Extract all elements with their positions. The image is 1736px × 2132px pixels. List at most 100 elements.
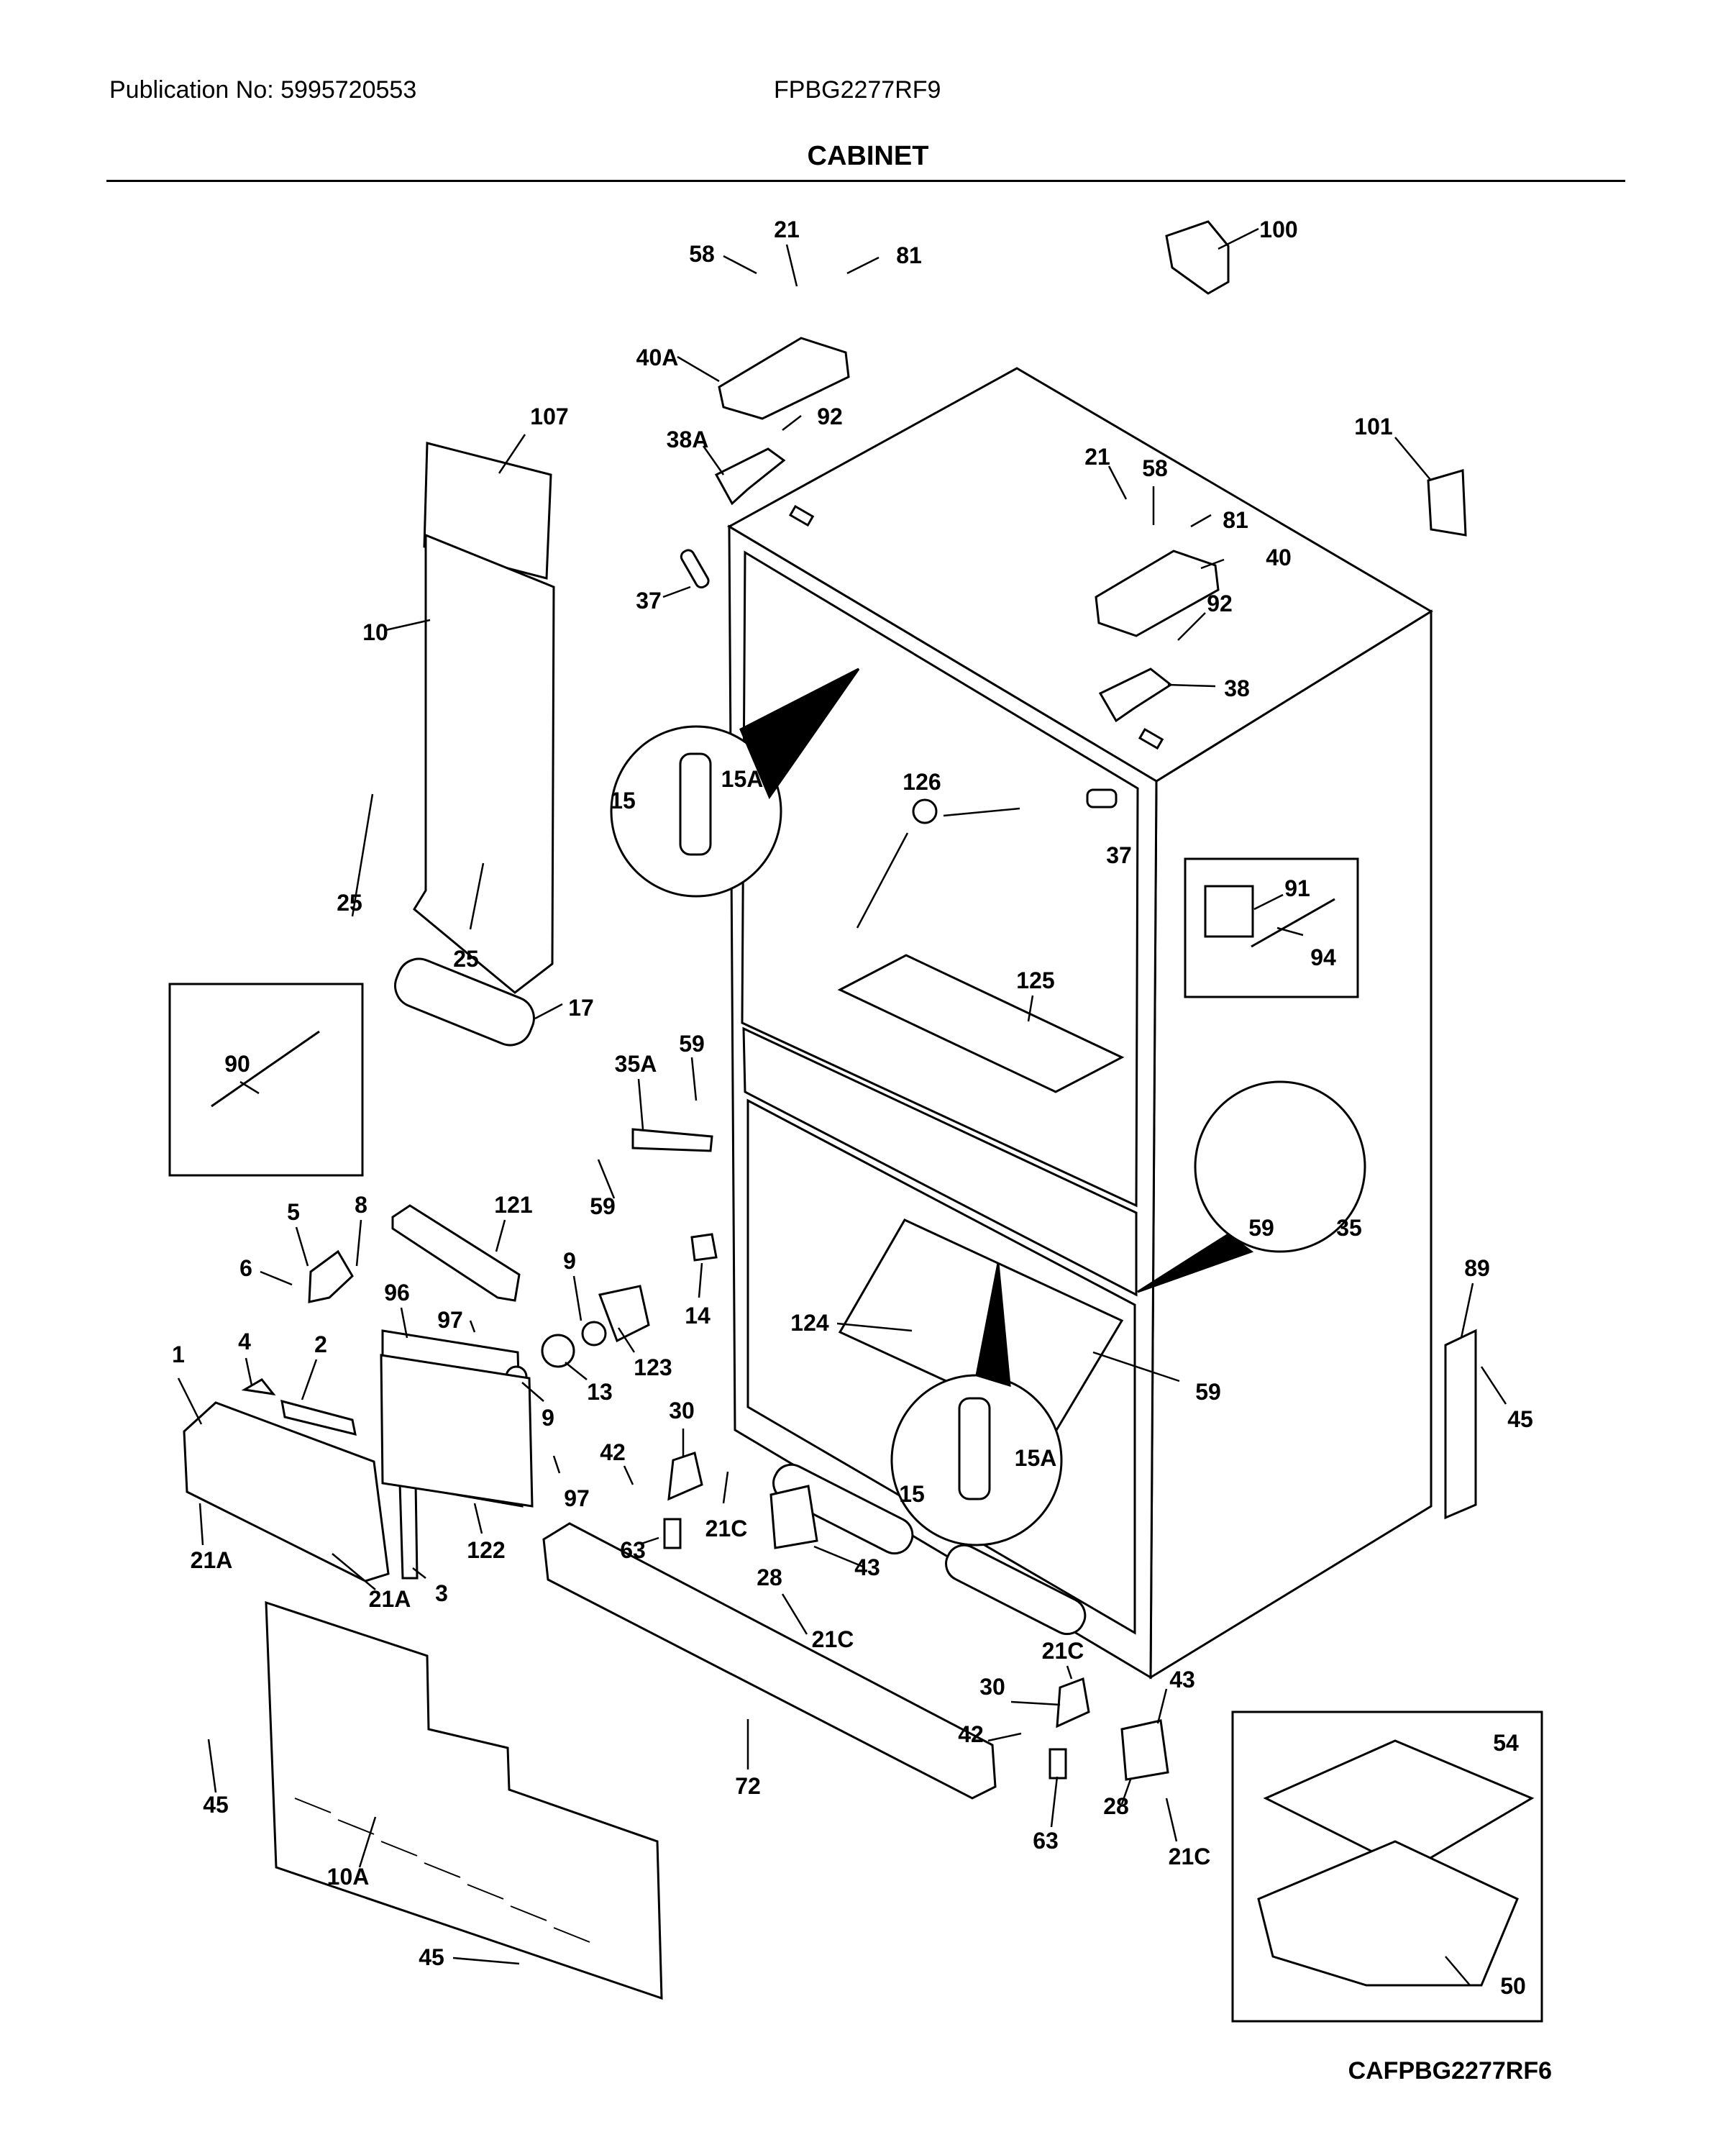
callout-label: 4	[238, 1329, 251, 1354]
evaporator-cover-1	[183, 1401, 390, 1582]
callout-label: 21	[774, 217, 800, 242]
callout-label: 37	[636, 588, 662, 614]
leader-line	[1010, 1700, 1061, 1706]
callout-label: 3	[435, 1580, 448, 1606]
callout-label: 45	[1507, 1406, 1533, 1432]
control-tray-54	[1263, 1739, 1535, 1872]
header-divider	[106, 180, 1625, 182]
callout-label: 38A	[667, 427, 709, 452]
callout-label: 30	[669, 1398, 695, 1423]
callout-label: 15A	[1015, 1445, 1057, 1471]
fan-blade-5	[308, 1249, 354, 1303]
callout-label: 10A	[327, 1864, 370, 1890]
callout-label: 124	[790, 1310, 829, 1336]
control-housing-50	[1257, 1840, 1519, 1987]
side-panel-89	[1444, 1329, 1477, 1520]
callout-label: 28	[1103, 1793, 1129, 1819]
leader-line	[1107, 465, 1128, 500]
part-126	[912, 798, 938, 824]
callout-label: 15	[899, 1481, 925, 1507]
vent-slot	[380, 1841, 418, 1857]
leader-line	[846, 256, 880, 275]
leader-line	[702, 445, 725, 475]
callout-label: 25	[453, 946, 479, 972]
drawing-code: CAFPBG2277RF6	[1348, 2057, 1552, 2085]
bracket-30a	[667, 1452, 703, 1501]
leader-line	[781, 1593, 808, 1635]
publication-number: Publication No: 5995720553	[109, 76, 417, 104]
leader-line	[690, 1057, 698, 1101]
bottom-vent-right	[945, 1544, 1087, 1636]
vent-slot	[294, 1798, 332, 1813]
leader-line	[1092, 1351, 1180, 1382]
vent-slot	[337, 1819, 375, 1835]
leader-line	[565, 1362, 588, 1380]
bumper-37a	[680, 549, 710, 589]
callout-label: 97	[437, 1307, 463, 1333]
damper-35a	[631, 1128, 713, 1152]
detail-pointer-top	[739, 668, 860, 800]
grommet-9a	[581, 1321, 607, 1347]
leader-line	[1445, 1956, 1471, 1986]
leader-line	[1165, 1798, 1178, 1842]
leader-line	[452, 1956, 520, 1965]
leader-line	[260, 1270, 293, 1286]
leader-line	[1460, 1283, 1474, 1339]
leader-line	[412, 1567, 426, 1579]
leader-line	[785, 244, 798, 287]
callout-label: 40A	[636, 345, 679, 370]
callout-label: 21C	[812, 1626, 854, 1652]
callout-label: 58	[1142, 455, 1168, 481]
brace-121	[391, 1204, 521, 1302]
leader-line	[1050, 1776, 1059, 1828]
callout-label: 45	[419, 1944, 444, 1970]
leader-line	[782, 415, 802, 431]
duct-cover-107	[423, 442, 552, 580]
callout-label: 81	[1223, 507, 1248, 533]
part-4	[241, 1378, 276, 1396]
hinge-cover-40a	[718, 337, 850, 420]
leader-line	[943, 807, 1020, 817]
callout-label: 125	[1016, 967, 1054, 993]
inset-box-90	[168, 983, 364, 1177]
leader-line	[469, 1320, 476, 1333]
hinge-38	[1098, 668, 1173, 723]
leader-line	[473, 1503, 483, 1534]
leader-line	[836, 1322, 913, 1332]
leader-line	[1167, 683, 1216, 688]
callout-label: 13	[587, 1379, 613, 1405]
callout-label: 30	[979, 1674, 1005, 1700]
leader-line	[1276, 926, 1304, 937]
callout-label: 63	[620, 1537, 646, 1563]
callout-label: 97	[564, 1485, 590, 1511]
callout-label: 91	[1284, 875, 1310, 901]
filter-15a-bottom	[958, 1397, 991, 1500]
callout-label: 43	[854, 1554, 880, 1580]
callout-label: 90	[224, 1051, 250, 1077]
callout-label: 63	[1033, 1828, 1059, 1854]
leader-line	[295, 1226, 309, 1267]
callout-label: 9	[563, 1248, 576, 1274]
callout-label: 92	[817, 404, 843, 429]
callout-label: 107	[530, 404, 568, 429]
toe-grille-72	[542, 1522, 997, 1800]
callout-label: 35	[1336, 1215, 1362, 1241]
callout-label: 2	[314, 1331, 327, 1357]
leader-line	[677, 355, 720, 383]
leader-line	[1218, 227, 1259, 250]
callout-label: 21C	[1042, 1638, 1084, 1664]
leader-line	[723, 255, 757, 275]
callout-label: 126	[903, 769, 941, 795]
leader-line	[572, 1275, 583, 1321]
callout-label: 15A	[721, 766, 764, 792]
callout-label: 25	[337, 890, 362, 916]
callout-label: 59	[1248, 1215, 1274, 1241]
leader-line	[698, 1262, 703, 1298]
leader-line	[498, 434, 526, 474]
callout-label: 42	[958, 1721, 984, 1747]
vent-slot	[424, 1862, 461, 1878]
callout-label: 14	[685, 1303, 711, 1329]
bracket-30b	[1056, 1677, 1090, 1728]
leader-line	[351, 793, 374, 917]
bumper-37b	[1086, 788, 1118, 808]
